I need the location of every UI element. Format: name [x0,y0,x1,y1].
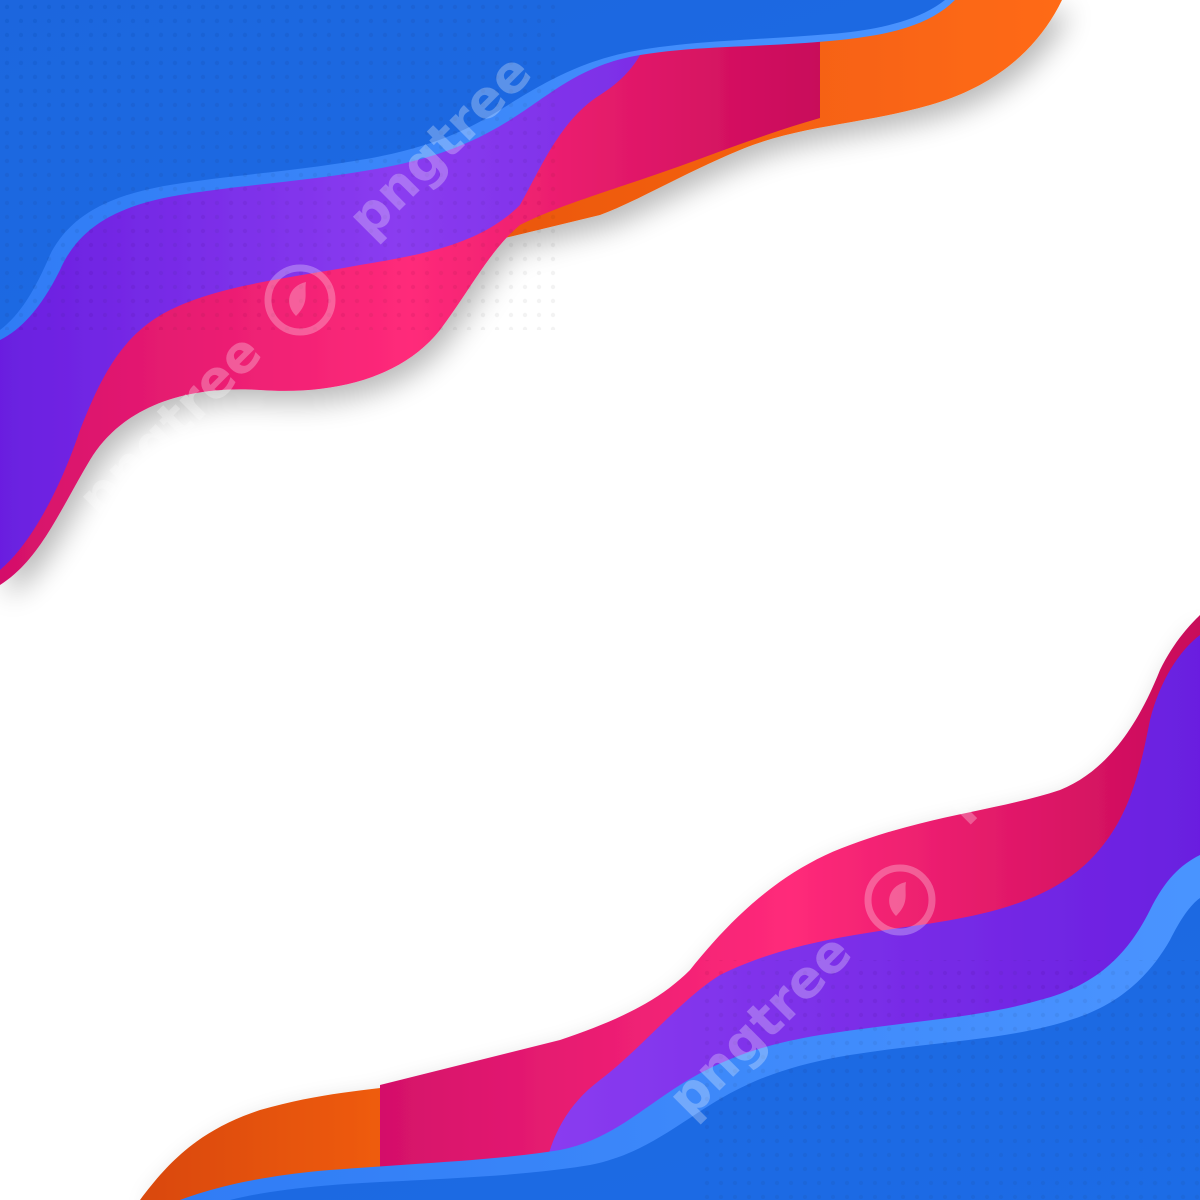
watermark-logo-top [264,264,336,336]
watermark-logo-bottom [864,864,936,936]
top-halftone-texture [0,0,560,330]
top-left-wave-group [0,0,1062,585]
bottom-right-wave-group [140,615,1200,1200]
bottom-halftone-texture [700,960,1200,1200]
